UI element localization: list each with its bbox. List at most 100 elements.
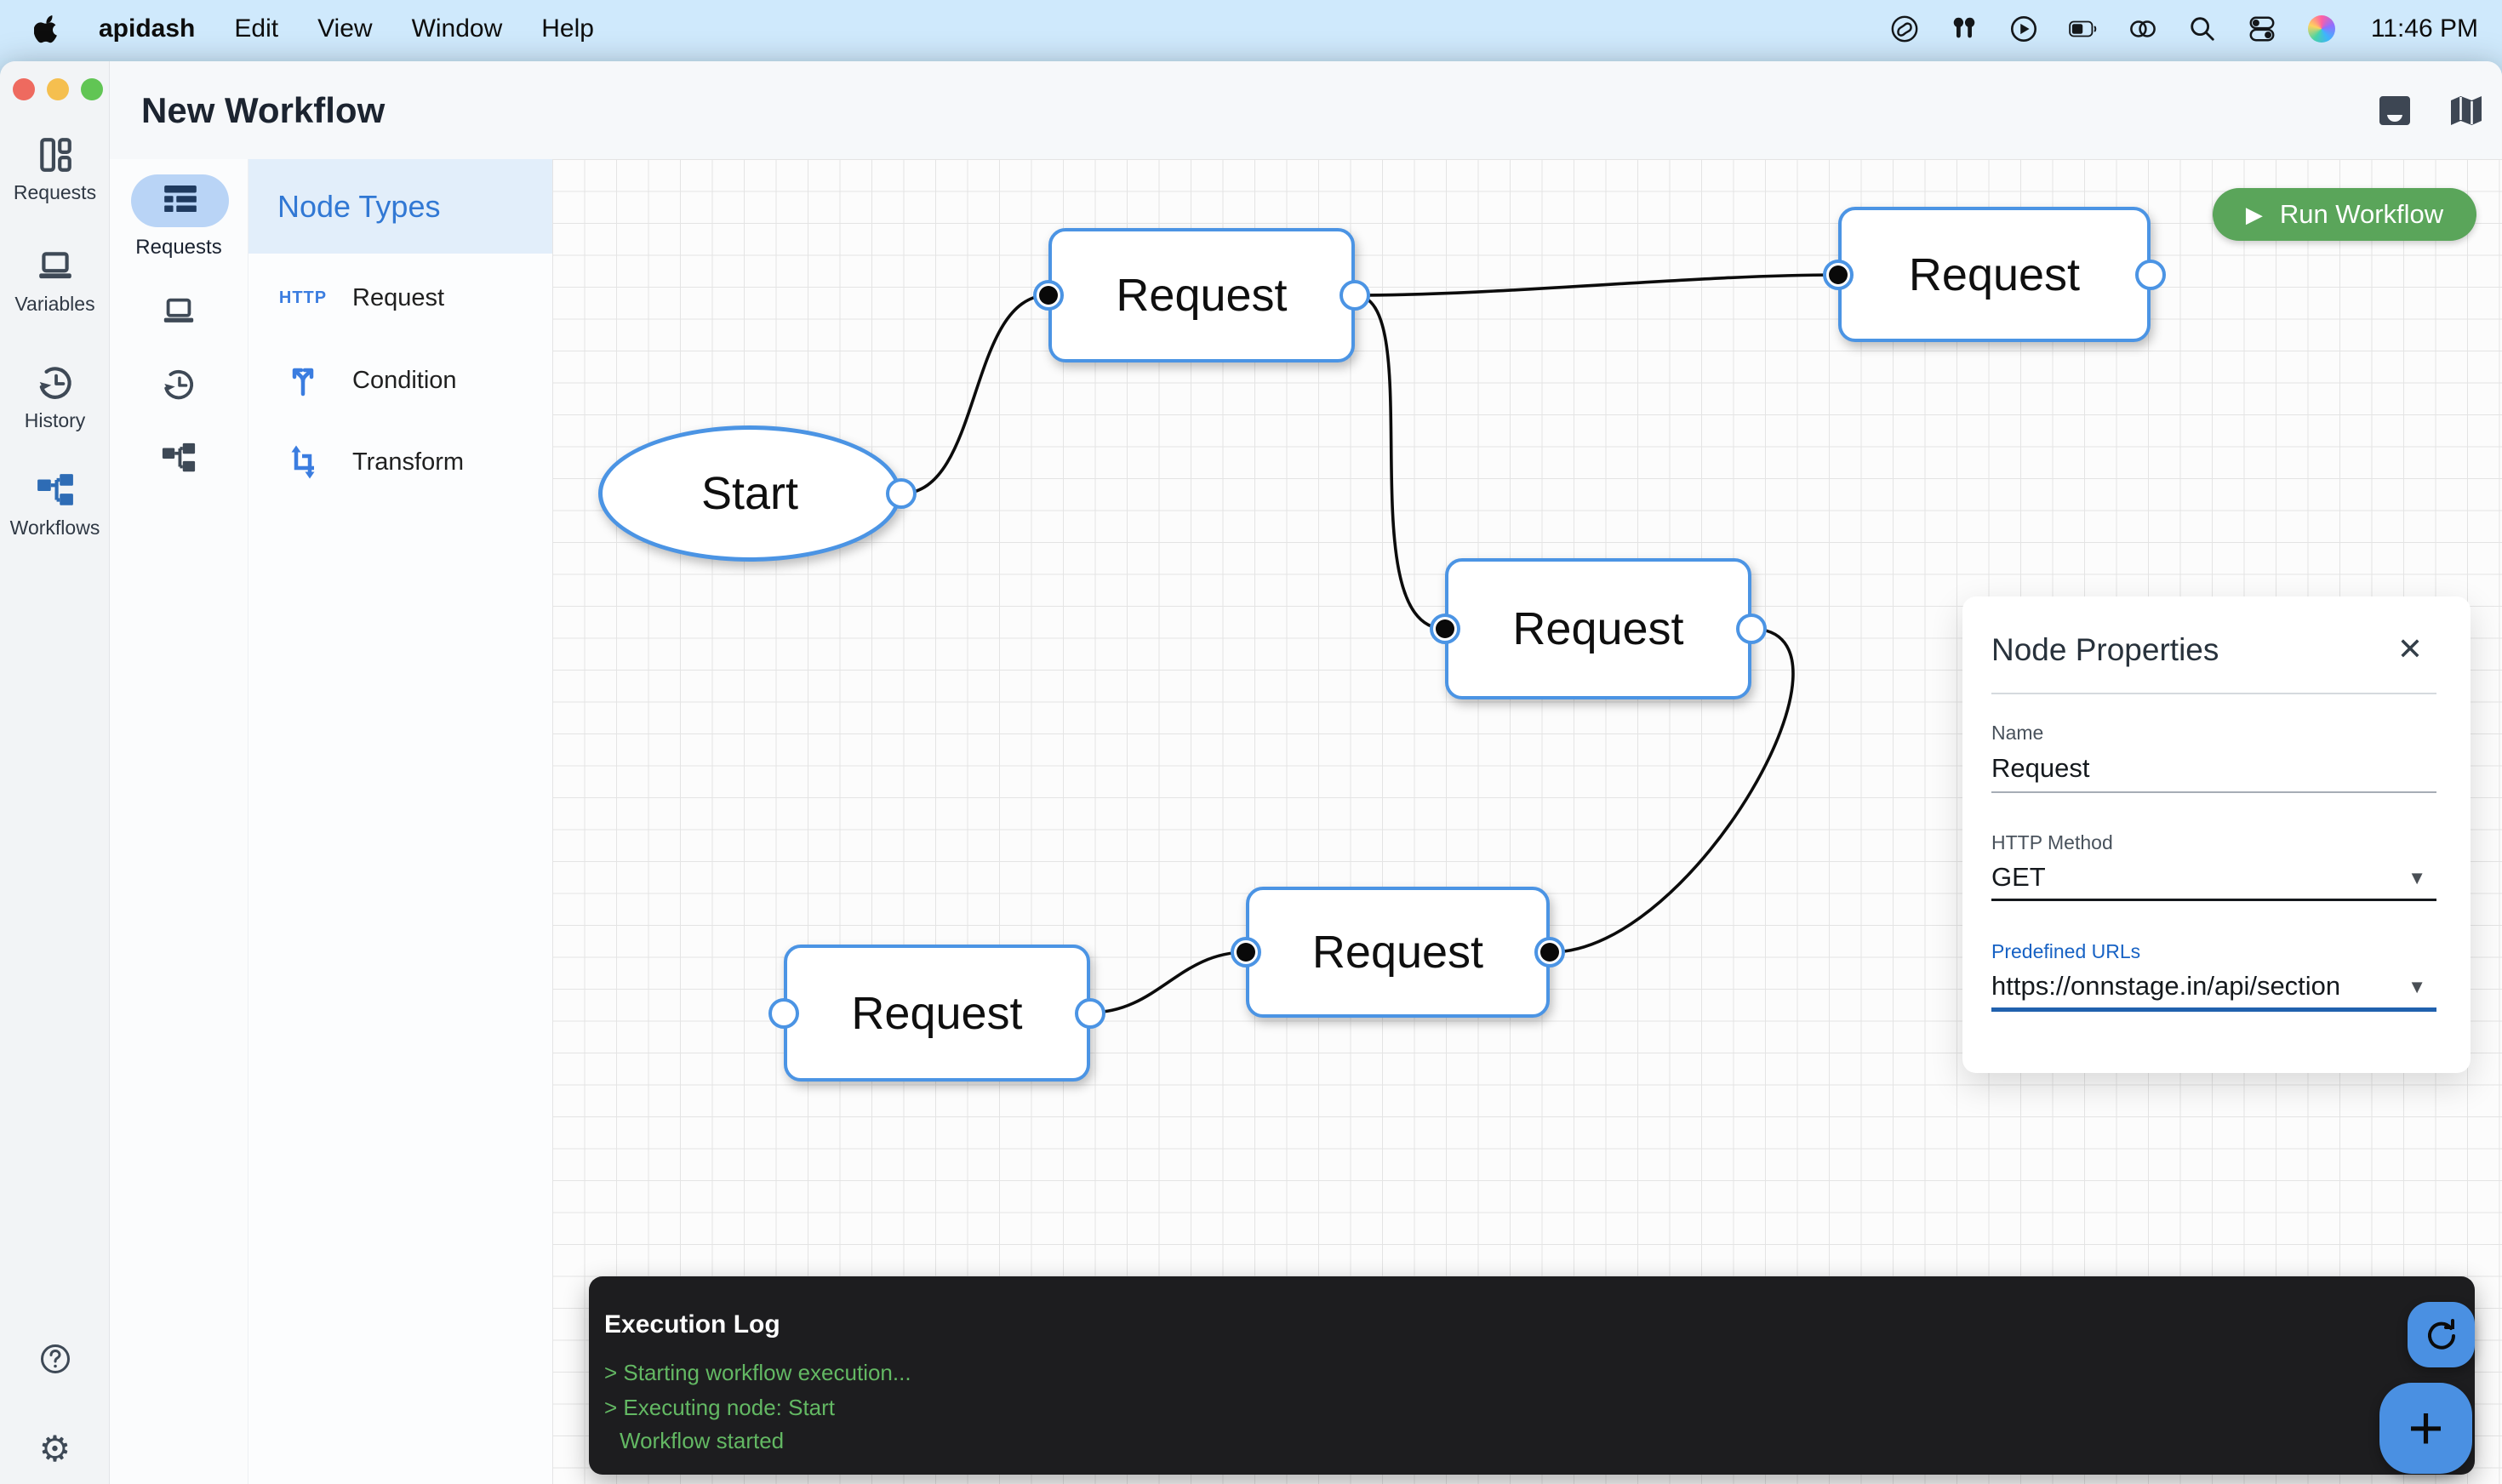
log-line: > Starting workflow execution... [604, 1360, 911, 1385]
secondary-sidebar-schema-icon[interactable] [110, 440, 248, 476]
menu-view[interactable]: View [317, 14, 373, 43]
secondary-sidebar-history-icon[interactable] [110, 367, 248, 402]
flow-node-request-5[interactable]: Request [1246, 887, 1550, 1018]
port-left-request-3[interactable] [1430, 614, 1460, 644]
sidebar-item-label: Workflows [9, 517, 100, 539]
flow-node-request-2[interactable]: Request [1838, 207, 2151, 342]
port-left-request-2[interactable] [1823, 259, 1854, 290]
edge-e-r3-r5[interactable] [1551, 627, 1795, 954]
airpods-icon[interactable] [1949, 14, 1979, 44]
workflow-canvas[interactable]: ▶ Run Workflow Node Properties ✕ Name Re… [552, 159, 2502, 1484]
method-select-value[interactable]: GET [1991, 862, 2046, 892]
dashboard-icon [36, 135, 75, 174]
spotlight-icon[interactable] [2187, 14, 2218, 44]
node-label: Request [1908, 248, 2081, 300]
secondary-sidebar-laptop-icon[interactable] [110, 294, 248, 329]
port-right-request-3[interactable] [1736, 614, 1767, 644]
menu-help[interactable]: Help [541, 14, 594, 43]
apple-menu-icon[interactable] [34, 14, 60, 43]
run-workflow-button[interactable]: ▶ Run Workflow [2213, 188, 2476, 241]
chevron-down-icon[interactable]: ▼ [2408, 867, 2426, 888]
battery-icon[interactable] [2068, 14, 2099, 44]
urls-select-value[interactable]: https://onnstage.in/api/section [1991, 971, 2341, 1001]
map-icon[interactable] [2449, 94, 2483, 128]
play-icon: ▶ [2245, 201, 2263, 227]
save-tray-icon[interactable] [2378, 94, 2412, 128]
port-right-request-2[interactable] [2135, 259, 2166, 290]
flow-node-request-3[interactable]: Request [1445, 558, 1751, 699]
flow-node-request-1[interactable]: Request [1048, 228, 1355, 362]
node-label: Request [851, 987, 1023, 1039]
transform-icon [276, 445, 330, 479]
menu-app-name[interactable]: apidash [99, 14, 196, 43]
node-type-transform[interactable]: Transform [248, 432, 552, 492]
siri-icon[interactable] [2306, 14, 2337, 44]
execution-log-panel: Execution Log > Starting workflow execut… [589, 1276, 2475, 1475]
page-title: New Workflow [141, 89, 386, 130]
name-field-value[interactable]: Request [1991, 753, 2090, 783]
refresh-icon [2427, 1318, 2455, 1350]
creative-cloud-icon[interactable] [1889, 14, 1920, 44]
sidebar-item-requests-active[interactable] [131, 174, 229, 227]
flow-node-start[interactable]: Start [598, 425, 901, 562]
port-left-request-4[interactable] [768, 997, 799, 1029]
refresh-button[interactable] [2408, 1302, 2475, 1367]
close-window-button[interactable] [13, 78, 35, 100]
log-line: > Executing node: Start [604, 1395, 836, 1420]
menu-edit[interactable]: Edit [234, 14, 279, 43]
node-type-label: Request [352, 283, 445, 311]
edge-e-r1-r2[interactable] [1354, 273, 1839, 297]
log-line: Workflow started [620, 1428, 785, 1453]
sidebar-item-variables[interactable]: Variables [0, 247, 110, 316]
port-right-request-4[interactable] [1075, 997, 1105, 1029]
menu-window[interactable]: Window [411, 14, 503, 43]
properties-title: Node Properties [1991, 632, 2219, 667]
sidebar-item-requests[interactable]: Requests [0, 135, 110, 204]
split-icon [276, 363, 330, 397]
sidebar-item-label: Requests [13, 181, 97, 203]
flow-node-request-4[interactable]: Request [784, 945, 1090, 1082]
laptop-icon [36, 247, 75, 286]
schema-icon [36, 471, 75, 510]
settings-gear-icon[interactable]: ⚙ [38, 1429, 71, 1469]
plus-icon: + [2408, 1394, 2444, 1463]
name-field-underline [1991, 791, 2436, 793]
edge-e-r1-r3[interactable] [1354, 294, 1446, 631]
method-field-underline [1991, 899, 2436, 901]
minimize-window-button[interactable] [47, 78, 69, 100]
node-label: Start [700, 468, 799, 519]
port-right-start[interactable] [886, 478, 917, 509]
node-properties-panel: Node Properties ✕ Name Request HTTP Meth… [1962, 596, 2471, 1073]
node-type-label: Transform [352, 448, 465, 476]
edge-e-start-r1[interactable] [900, 294, 1049, 495]
port-left-request-1[interactable] [1033, 280, 1064, 311]
add-node-button[interactable]: + [2379, 1383, 2472, 1474]
port-left-request-5[interactable] [1231, 937, 1261, 967]
chevron-down-icon[interactable]: ▼ [2408, 976, 2426, 997]
control-center-icon[interactable] [2247, 14, 2277, 44]
zoom-window-button[interactable] [81, 78, 103, 100]
help-icon[interactable] [0, 1343, 110, 1375]
sidebar-item-label: Variables [14, 293, 95, 315]
play-circle-icon[interactable] [2008, 14, 2039, 44]
sidebar-item-history[interactable]: History [0, 363, 110, 432]
urls-field-label: Predefined URLs [1991, 940, 2141, 962]
edge-e-r4-r5[interactable] [1089, 950, 1247, 1014]
port-right-request-1[interactable] [1340, 280, 1370, 311]
node-type-condition[interactable]: Condition [248, 351, 552, 410]
edges-layer [900, 273, 1839, 1014]
connected-port-dot [1540, 943, 1559, 962]
urls-field-underline [1991, 1007, 2436, 1012]
port-right-request-5[interactable] [1534, 937, 1565, 967]
connected-port-dot [1237, 943, 1255, 962]
connected-port-dot [1039, 286, 1058, 305]
node-label: Request [1311, 927, 1484, 978]
handoff-icon[interactable] [2128, 14, 2158, 44]
secondary-sidebar: Requests [110, 159, 248, 1484]
table-icon [163, 185, 197, 217]
sidebar-item-workflows[interactable]: Workflows [0, 471, 110, 539]
close-icon[interactable]: ✕ [2396, 631, 2423, 666]
